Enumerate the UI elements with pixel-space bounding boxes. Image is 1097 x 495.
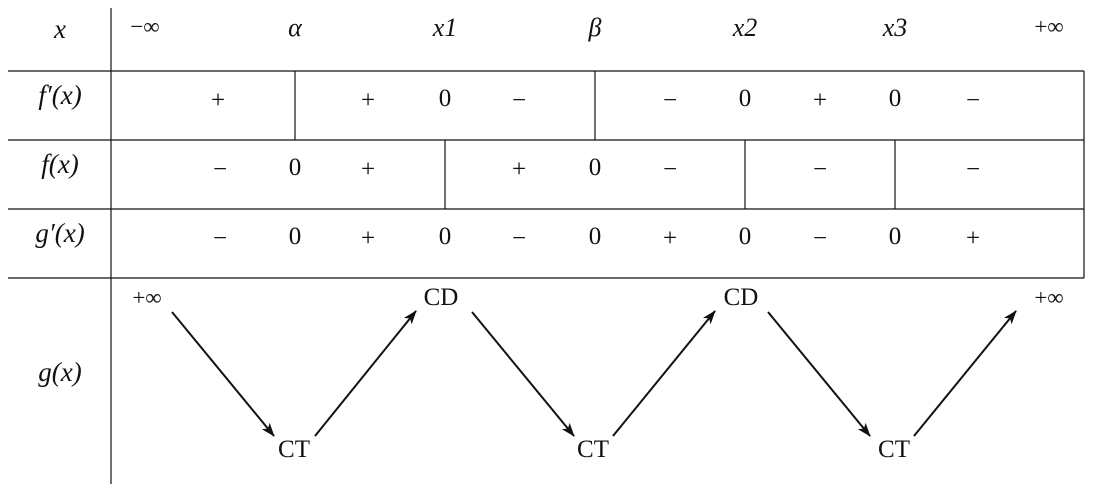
f-sign: −	[813, 156, 827, 183]
gprime-sign: +	[361, 225, 375, 252]
f-sign: −	[213, 156, 227, 183]
g-bottom-value: CT	[278, 436, 310, 463]
decreasing-arrow	[171, 311, 275, 437]
row-label-g: g(x)	[38, 357, 81, 387]
gprime-sign: 0	[289, 223, 302, 250]
f-sign: 0	[289, 154, 302, 181]
g-bottom-value: CT	[577, 436, 609, 463]
x-value: −∞	[130, 14, 159, 39]
increasing-arrow	[314, 310, 417, 437]
fprime-sign: +	[211, 87, 225, 114]
fprime-sign: −	[966, 87, 980, 114]
gprime-sign: 0	[739, 223, 752, 250]
g-top-value: +∞	[1034, 285, 1063, 310]
row-label-x: x	[53, 14, 66, 44]
x-value: α	[288, 13, 303, 42]
gprime-sign: 0	[889, 223, 902, 250]
gprime-sign: +	[663, 225, 677, 252]
increasing-arrow	[612, 310, 716, 437]
gprime-sign: −	[213, 225, 227, 252]
fprime-sign: 0	[739, 85, 752, 112]
g-top-value: CD	[724, 284, 759, 311]
fprime-sign: −	[512, 87, 526, 114]
decreasing-arrow	[471, 311, 575, 437]
fprime-sign: +	[813, 87, 827, 114]
f-sign: +	[361, 156, 375, 183]
f-sign: 0	[589, 154, 602, 181]
g-top-value: +∞	[132, 285, 161, 310]
gprime-sign: 0	[589, 223, 602, 250]
gprime-sign: 0	[439, 223, 452, 250]
row-label-gprime: g′(x)	[35, 218, 84, 248]
g-top-value: CD	[424, 284, 459, 311]
x-value: +∞	[1034, 14, 1063, 39]
increasing-arrow	[913, 310, 1017, 437]
f-sign: −	[663, 156, 677, 183]
decreasing-arrow	[767, 311, 871, 437]
x-value: x2	[732, 13, 758, 42]
gprime-sign: −	[512, 225, 526, 252]
gprime-sign: −	[813, 225, 827, 252]
row-label-fprime: f′(x)	[38, 80, 81, 110]
fprime-sign: 0	[439, 85, 452, 112]
fprime-sign: +	[361, 87, 375, 114]
g-bottom-value: CT	[878, 436, 910, 463]
f-sign: −	[966, 156, 980, 183]
fprime-sign: 0	[889, 85, 902, 112]
x-value: x1	[432, 13, 458, 42]
gprime-sign: +	[966, 225, 980, 252]
x-value: x3	[882, 13, 908, 42]
x-value: β	[588, 13, 602, 42]
row-label-f: f(x)	[41, 149, 78, 179]
f-sign: +	[512, 156, 526, 183]
fprime-sign: −	[663, 87, 677, 114]
